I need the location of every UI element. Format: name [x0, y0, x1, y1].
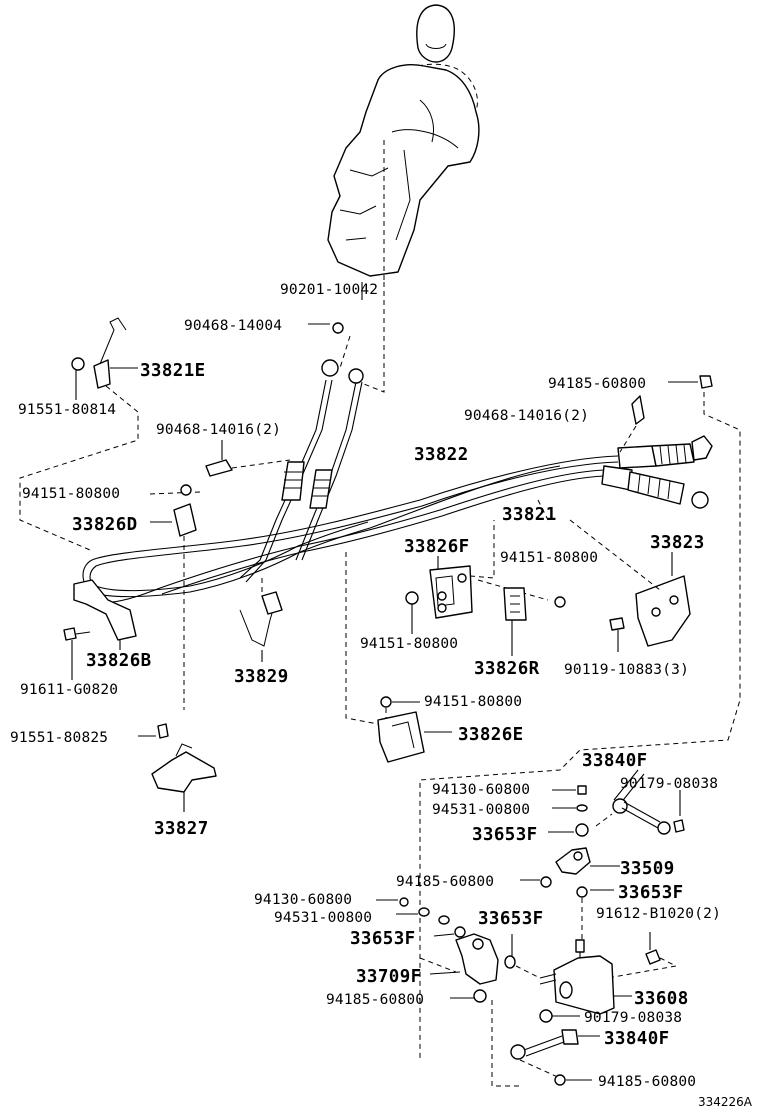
bracket-33826E: [345, 552, 452, 763]
label-33826D: 33826D: [72, 515, 138, 535]
label-94185-60800-mid: 94185-60800: [396, 874, 494, 890]
label-94151-80800-b: 94151-80800: [500, 550, 598, 566]
label-33826B: 33826B: [86, 651, 152, 671]
label-90468-14016-2-left: 90468-14016(2): [156, 422, 281, 438]
label-33840F-top: 33840F: [582, 751, 648, 771]
lower-linkage: [376, 769, 685, 1087]
bracket-33823: [537, 499, 691, 652]
label-94531-00800-a: 94531-00800: [432, 802, 530, 818]
label-33709F: 33709F: [356, 967, 422, 987]
shift-cables: [82, 359, 741, 1060]
label-33822: 33822: [414, 445, 469, 465]
label-33840F-bottom: 33840F: [604, 1029, 670, 1049]
label-33653F-a: 33653F: [472, 825, 538, 845]
label-33653F-c: 33653F: [478, 909, 544, 929]
clamp-33826D: [150, 503, 197, 710]
label-90201-10042: 90201-10042: [280, 282, 378, 298]
label-91551-80825: 91551-80825: [10, 730, 108, 746]
label-33826R: 33826R: [474, 659, 540, 679]
label-91551-80814: 91551-80814: [18, 402, 116, 418]
label-33827: 33827: [154, 819, 209, 839]
clip-left: [205, 440, 291, 477]
label-94531-00800-b: 94531-00800: [274, 910, 372, 926]
label-91612-B1020-2: 91612-B1020(2): [596, 906, 721, 922]
label-94151-80800-d: 94151-80800: [424, 694, 522, 710]
label-33653F-d: 33653F: [350, 929, 416, 949]
bracket-33821E: [71, 317, 127, 400]
label-94151-80800-a: 94151-80800: [22, 486, 120, 502]
label-33823: 33823: [650, 533, 705, 553]
label-91611-G0820: 91611-G0820: [20, 682, 118, 698]
label-90179-08038-a: 90179-08038: [620, 776, 718, 792]
clip-33829: [239, 578, 283, 662]
bracket-33826F: [405, 520, 549, 634]
bracket-33826R: [503, 587, 566, 656]
leader-lines: [19, 282, 385, 551]
label-90468-14004: 90468-14004: [184, 318, 282, 334]
label-90119-10883-3: 90119-10883(3): [564, 662, 689, 678]
label-33821: 33821: [502, 505, 557, 525]
label-94130-60800-a: 94130-60800: [432, 782, 530, 798]
label-33608: 33608: [634, 989, 689, 1009]
bracket-33827: [138, 723, 217, 812]
label-90468-14016-2-right: 90468-14016(2): [464, 408, 589, 424]
label-94151-80800-c: 94151-80800: [360, 636, 458, 652]
label-33826E: 33826E: [458, 725, 524, 745]
label-90179-08038-b: 90179-08038: [584, 1010, 682, 1026]
label-94185-60800-low: 94185-60800: [326, 992, 424, 1008]
label-94185-60800-top: 94185-60800: [548, 376, 646, 392]
label-33829: 33829: [234, 667, 289, 687]
label-33653F-b: 33653F: [618, 883, 684, 903]
label-94185-60800-bottom: 94185-60800: [598, 1074, 696, 1090]
label-94130-60800-b: 94130-60800: [254, 892, 352, 908]
part-labels: 90201-10042 90468-14004 33821E 91551-808…: [10, 282, 753, 1109]
shift-lever-illustration: [327, 4, 480, 282]
bracket-33826B: [63, 579, 137, 680]
label-33821E: 33821E: [140, 361, 206, 381]
label-33509: 33509: [620, 859, 675, 879]
diagram-reference: 334226A: [698, 1095, 753, 1109]
label-33826F: 33826F: [404, 537, 470, 557]
